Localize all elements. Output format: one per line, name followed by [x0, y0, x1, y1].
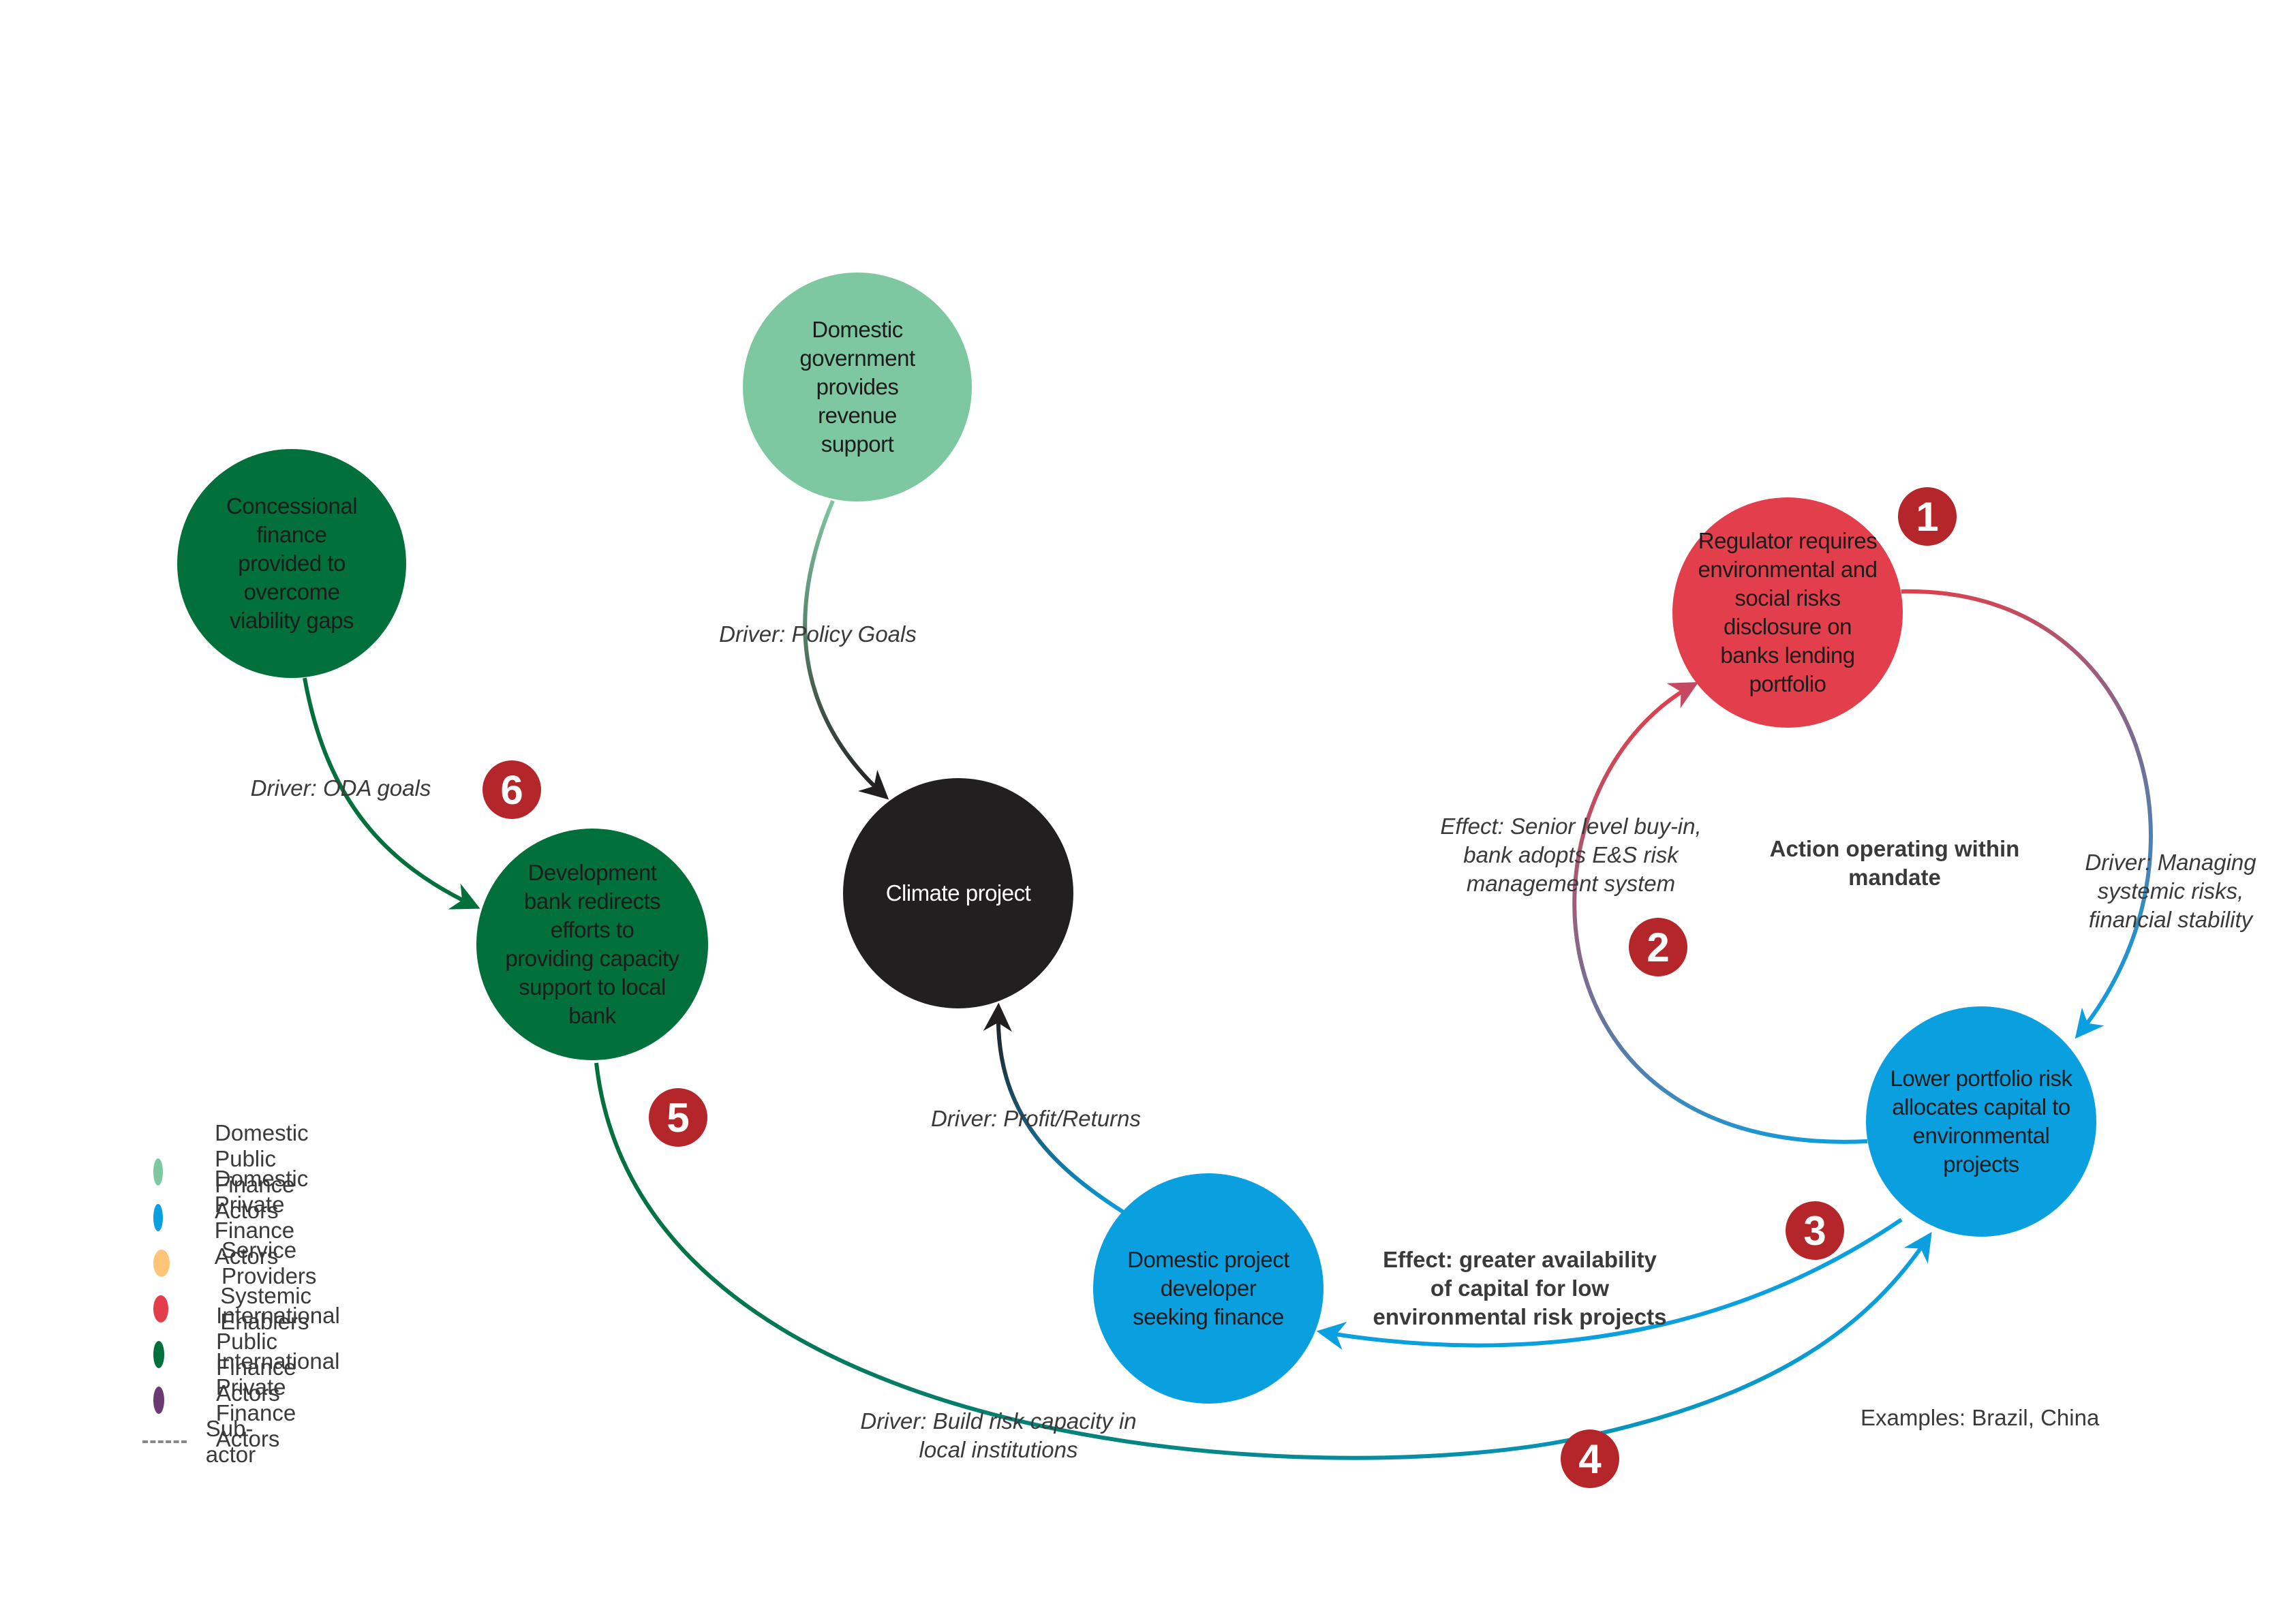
node-project-developer: Domestic project developer seeking finan…: [1093, 1173, 1323, 1404]
label-effect-senior-buyin: Effect: Senior level buy-in, bank adopts…: [1440, 814, 1702, 896]
legend-item-service-providers: Service Providers: [153, 1237, 327, 1288]
label-driver-oda-goals: Driver: ODA goals: [250, 775, 431, 801]
circle-icon: [153, 1341, 165, 1368]
node-label: Climate project: [885, 880, 1031, 906]
legend-label: Service Providers: [221, 1237, 317, 1288]
node-label: Concessional finance provided to overcom…: [226, 493, 358, 633]
label-driver-systemic-risks: Driver: Managing systemic risks, financi…: [2085, 850, 2256, 932]
label-driver-build-capacity: Driver: Build risk capacity in local ins…: [860, 1408, 1137, 1462]
arrow-development-bank-to-lower-risk: [594, 1062, 1932, 1460]
legend-item-international-private: International Private Finance Actors: [153, 1348, 356, 1451]
legend-label: Systemic Enablers: [220, 1283, 312, 1334]
arrow-developer-to-climate-project: [983, 1002, 1126, 1215]
label-action-within-mandate: Action operating within mandate: [1769, 836, 2020, 890]
arrow-lower-risk-to-developer: [1316, 1218, 1903, 1350]
circle-icon: [153, 1250, 170, 1277]
circle-icon: [153, 1158, 164, 1186]
node-label: Domestic project developer seeking finan…: [1127, 1247, 1289, 1329]
node-label: Domestic government provides revenue sup…: [799, 317, 915, 457]
legend-label: Domestic Public Finance Actors: [215, 1120, 309, 1223]
arrow-concessional-to-development-bank: [303, 677, 480, 910]
node-domestic-government: Domestic government provides revenue sup…: [743, 273, 972, 501]
step-badge-2: 2: [1629, 918, 1687, 976]
legend-item-systemic-enablers: Systemic Enablers: [153, 1283, 324, 1334]
node-regulator: Regulator requires environmental and soc…: [1672, 497, 1903, 728]
node-concessional-finance: Concessional finance provided to overcom…: [177, 449, 406, 678]
legend-item-international-public: International Public Finance Actors: [153, 1303, 356, 1406]
legend-label: Domestic Private Finance Actors: [214, 1166, 309, 1269]
legend-item-sub-actor: Sub-actor: [142, 1416, 274, 1467]
label-effect-availability: Effect: greater availability of capital …: [1373, 1247, 1667, 1329]
node-label: Development bank redirects efforts to pr…: [505, 860, 679, 1028]
step-badge-6: 6: [483, 760, 541, 819]
step-badge-4: 4: [1561, 1429, 1619, 1488]
label-driver-policy-goals: Driver: Policy Goals: [719, 621, 917, 647]
legend-label: International Private Finance Actors: [215, 1348, 340, 1451]
dashed-line-icon: [142, 1440, 187, 1443]
circle-icon: [153, 1387, 164, 1414]
node-climate-project: Climate project: [843, 778, 1073, 1008]
circle-icon: [153, 1295, 169, 1323]
step-badge-5: 5: [649, 1088, 707, 1147]
arrow-regulator-to-lower-risk: [1901, 589, 2153, 1039]
arrow-government-to-climate-project: [803, 499, 889, 800]
label-driver-profit-returns: Driver: Profit/Returns: [930, 1106, 1142, 1131]
label-examples: Examples: Brazil, China: [1861, 1405, 2100, 1430]
legend-label: International Public Finance Actors: [216, 1303, 340, 1406]
legend-item-domestic-public: Domestic Public Finance Actors: [153, 1120, 326, 1223]
node-label: Regulator requires environmental and soc…: [1698, 528, 1878, 696]
step-badge-3: 3: [1786, 1201, 1844, 1260]
legend-item-domestic-private: Domestic Private Finance Actors: [153, 1166, 326, 1269]
node-lower-portfolio-risk: Lower portfolio risk allocates capital t…: [1866, 1006, 2096, 1237]
circle-icon: [153, 1204, 163, 1231]
step-badge-1: 1: [1898, 487, 1957, 546]
arrow-lower-risk-to-regulator: [1572, 681, 1868, 1144]
node-development-bank: Development bank redirects efforts to pr…: [476, 829, 708, 1060]
legend-label: Sub-actor: [205, 1416, 256, 1467]
node-label: Lower portfolio risk allocates capital t…: [1890, 1066, 2072, 1177]
